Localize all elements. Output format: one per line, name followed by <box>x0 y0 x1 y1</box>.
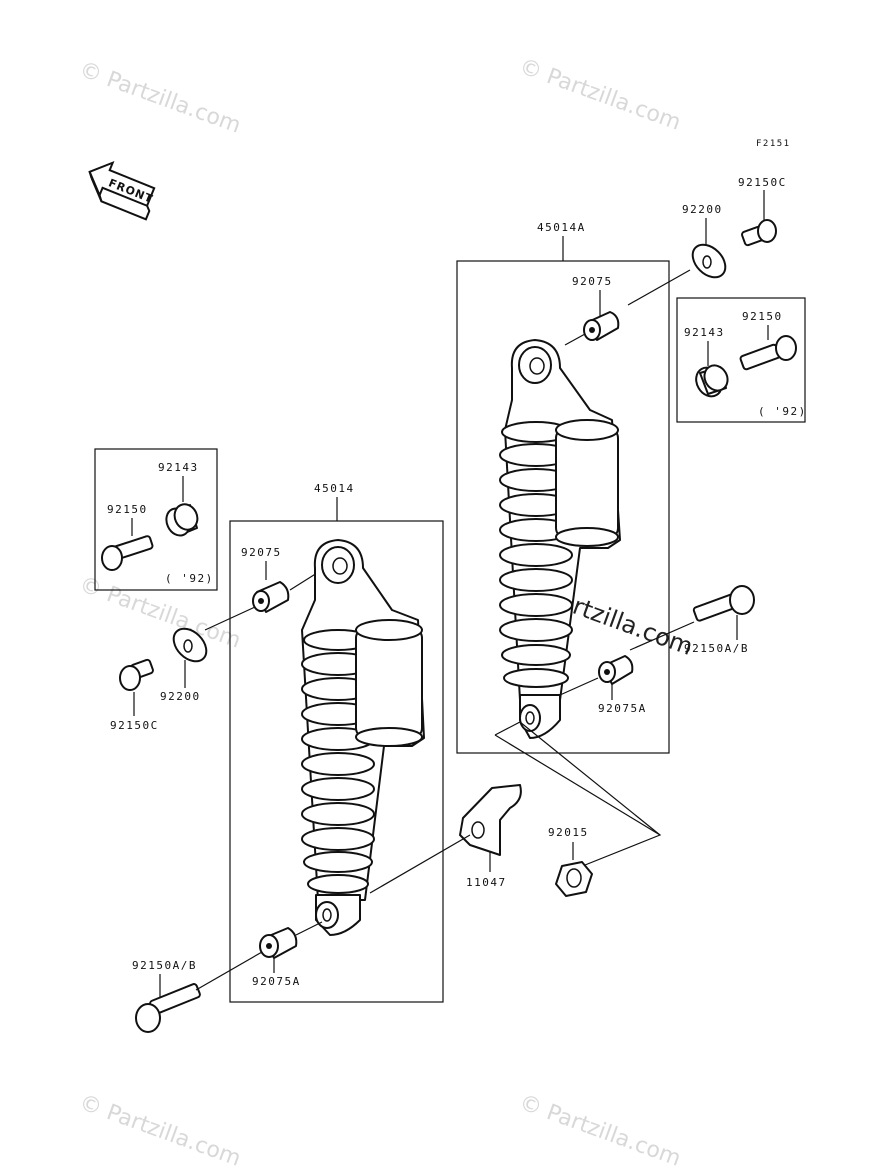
shock-absorber-45014 <box>301 539 425 936</box>
center-parts: 92015 11047 <box>369 721 662 897</box>
bolt-92150-right <box>739 335 797 371</box>
bolt-92150-left <box>101 535 154 571</box>
bolt-92150C-right <box>741 219 777 247</box>
bracket-11047 <box>459 784 522 856</box>
label-92075A-left: 92075A <box>252 975 301 988</box>
bolt-92150AB-right <box>692 585 755 622</box>
variant-box-92-right <box>676 297 806 423</box>
label-92200-right: 92200 <box>682 203 723 216</box>
label-92143-right: 92143 <box>684 326 725 339</box>
label-92-right: ( '92) <box>758 405 807 418</box>
washer-92143-right <box>695 364 729 398</box>
bushing-92075-left <box>252 581 290 613</box>
label-92075-right: 92075 <box>572 275 613 288</box>
right-shock-assembly: 45014A 92075 92200 92150C 92143 <box>456 176 807 754</box>
left-shock-assembly: 45014 92143 92150 ( '92) 92075 <box>94 448 444 1033</box>
label-92150-left: 92150 <box>107 503 148 516</box>
washer-92143-left <box>165 503 199 537</box>
bushing-92075A-right <box>598 655 634 685</box>
bushing-92075-right <box>583 311 620 341</box>
spring-right <box>499 421 573 688</box>
watermark-bottom-right: © Partzilla.com <box>516 1090 684 1170</box>
variant-box-92-left <box>94 448 218 591</box>
washer-92200-right <box>691 243 727 279</box>
figure-code: F2151 <box>756 139 791 149</box>
shock-absorber-45014A <box>499 339 621 739</box>
label-92150C-left: 92150C <box>110 719 159 732</box>
front-arrow-icon: FRONT <box>88 160 156 221</box>
nut-92015 <box>555 861 593 897</box>
label-92150-right: 92150 <box>742 310 783 323</box>
label-92200-left: 92200 <box>160 690 201 703</box>
watermark-mid-left: © Partzilla.com <box>76 572 244 654</box>
spring-left <box>301 629 375 894</box>
label-92150AB-left: 92150A/B <box>132 959 197 972</box>
label-92143-left: 92143 <box>158 461 199 474</box>
washer-92200-left <box>172 627 208 663</box>
reservoir-left <box>355 619 423 747</box>
watermark-bottom-left: © Partzilla.com <box>76 1090 244 1170</box>
label-92-left: ( '92) <box>165 572 214 585</box>
label-92150AB-right: 92150A/B <box>684 642 749 655</box>
label-92150C-right: 92150C <box>738 176 787 189</box>
bolt-92150C-left <box>119 658 154 691</box>
watermark-top-right: © Partzilla.com <box>516 54 684 136</box>
label-92075A-right: 92075A <box>598 702 647 715</box>
bolt-92150AB-left <box>135 983 201 1033</box>
reservoir-right <box>555 419 619 547</box>
label-45014A: 45014A <box>537 221 586 234</box>
label-11047: 11047 <box>466 876 507 889</box>
label-92075-left: 92075 <box>241 546 282 559</box>
label-45014: 45014 <box>314 482 355 495</box>
watermark-top-left: © Partzilla.com <box>76 57 244 139</box>
bushing-92075A-left <box>259 927 298 959</box>
label-92015: 92015 <box>548 826 589 839</box>
